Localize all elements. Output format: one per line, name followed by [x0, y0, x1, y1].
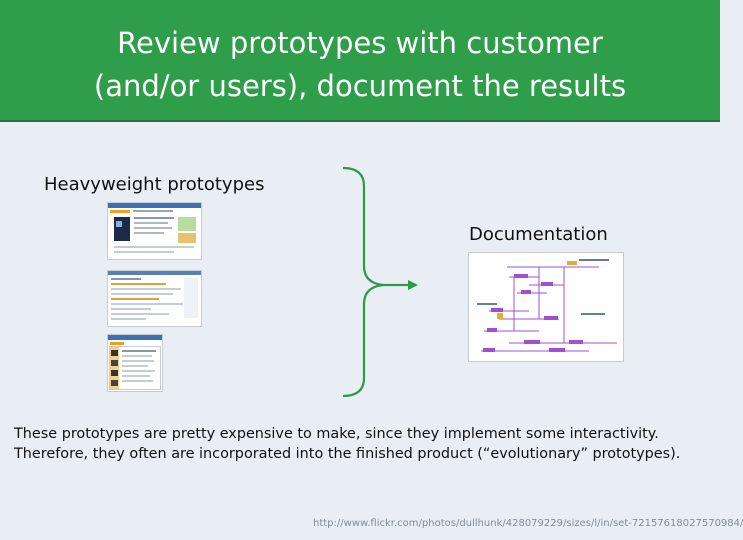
caption-line-2: Therefore, they often are incorporated i… [14, 446, 681, 462]
slide-title: Review prototypes with customer (and/or … [93, 26, 627, 103]
documentation-label: Documentation [469, 224, 608, 245]
process-diagram-image [469, 253, 623, 361]
webpage-thumbnail-image [108, 203, 201, 253]
arrow-head-icon [408, 280, 418, 290]
prototype-thumbnail-3-detail [109, 346, 161, 390]
documentation-thumbnail [468, 252, 624, 362]
right-bracket-shape [342, 166, 384, 398]
title-bar: Review prototypes with customer (and/or … [0, 0, 720, 122]
source-url-link[interactable]: http://www.flickr.com/photos/dullhunk/42… [313, 518, 743, 529]
prototype-thumbnail-1 [107, 202, 202, 260]
prototype-thumbnail-2 [107, 270, 202, 327]
caption-line-1: These prototypes are pretty expensive to… [14, 426, 659, 442]
webpage-thumbnail-image [110, 347, 156, 389]
heavyweight-prototypes-label: Heavyweight prototypes [44, 174, 265, 195]
webpage-thumbnail-image [108, 271, 201, 320]
caption-text: These prototypes are pretty expensive to… [14, 424, 714, 464]
